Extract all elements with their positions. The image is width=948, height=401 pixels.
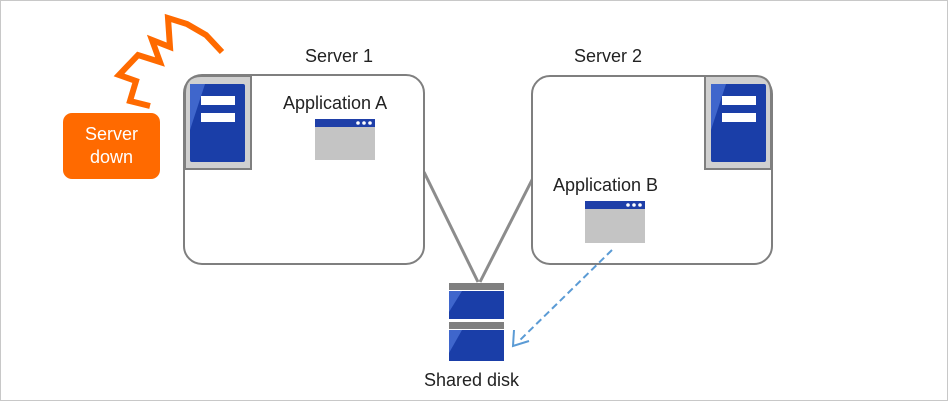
server1-title: Server 1 <box>305 46 374 66</box>
application-a-label: Application A <box>283 93 388 113</box>
server-down-line2: down <box>89 147 134 167</box>
server2-title: Server 2 <box>574 46 643 66</box>
shared-disk-icon <box>449 283 504 361</box>
application-window-icon <box>585 201 645 243</box>
server-icon <box>184 75 252 170</box>
server1-disk-connection <box>422 171 480 283</box>
application-window-icon <box>315 119 375 160</box>
lightning-icon <box>113 13 225 109</box>
application-b-label: Application B <box>553 175 659 195</box>
server-icon <box>704 75 772 170</box>
shared-disk-label: Shared disk <box>424 370 520 390</box>
server2-disk-connection <box>478 175 536 283</box>
server-down-line1: Server <box>84 124 138 144</box>
failover-arrow <box>511 249 613 348</box>
server-down-badge: Server down <box>63 113 160 179</box>
